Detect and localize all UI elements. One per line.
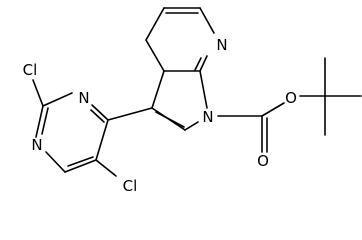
chlorine-top-label: Cl — [23, 61, 38, 79]
pyridine-nitrogen-label: N — [216, 36, 227, 54]
ester-oxygen-label: O — [285, 89, 297, 107]
carbonyl-oxygen-label: O — [257, 152, 269, 170]
molecule-drawing: N N O O Cl Cl N N — [23, 7, 362, 195]
chlorine-bottom-label: Cl — [123, 177, 138, 195]
boc-group — [217, 57, 362, 153]
pyrimidine-nitrogen-top-label: N — [78, 89, 89, 107]
pyrrole-ring — [151, 70, 208, 131]
pyrimidine-ring — [32, 79, 153, 177]
pyrrole-nitrogen-label: N — [202, 108, 213, 126]
structure-canvas: N N O O Cl Cl N N — [23, 7, 362, 195]
pyridine-ring — [145, 7, 215, 72]
pyrimidine-nitrogen-bottom-label: N — [31, 136, 42, 154]
